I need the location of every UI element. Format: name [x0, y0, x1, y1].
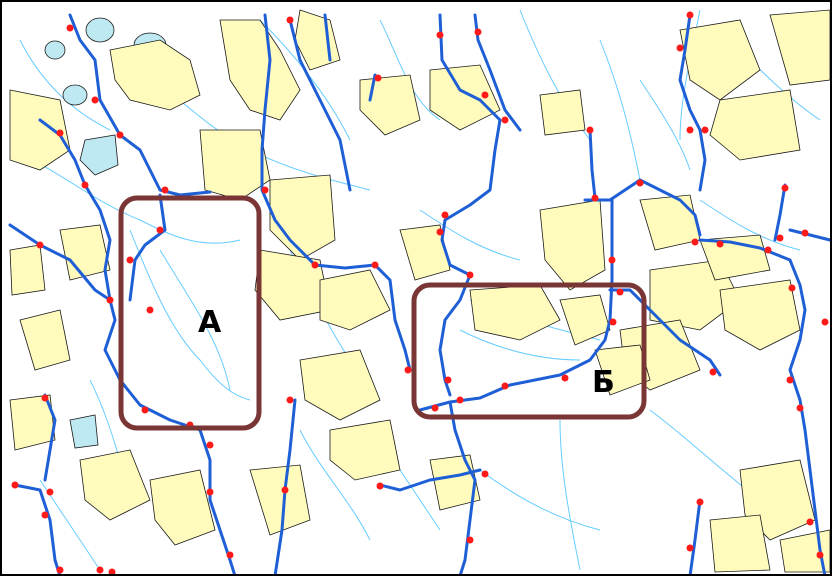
region-a[interactable]: А — [118, 195, 262, 431]
main-rivers — [8, 13, 832, 576]
region-b-frame[interactable] — [411, 282, 647, 420]
river-nodes — [11, 11, 829, 576]
region-a-label: А — [198, 305, 222, 340]
region-a-frame[interactable] — [118, 195, 262, 431]
region-b-label: Б — [592, 365, 615, 400]
region-b[interactable]: Б — [411, 282, 647, 420]
land-parcels — [9, 9, 831, 573]
